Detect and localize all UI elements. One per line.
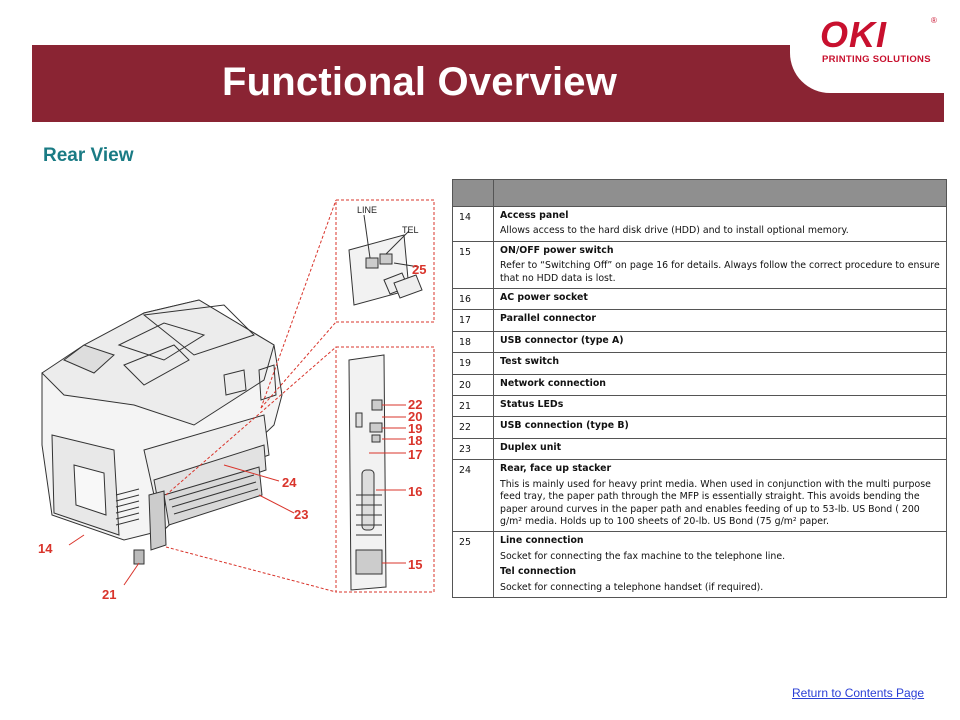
header-cell-description <box>493 179 947 207</box>
table-row: 22 USB connection (type B) <box>452 416 947 439</box>
row-number: 16 <box>452 288 494 311</box>
table-row: 18 USB connector (type A) <box>452 330 947 354</box>
callout-22: 22 <box>408 397 422 412</box>
row-number: 15 <box>452 240 494 290</box>
part-name: Status LEDs <box>500 399 564 411</box>
row-number: 14 <box>452 206 494 242</box>
row-content: USB connector (type A) <box>493 330 947 354</box>
table-row: 25 Line connection Socket for connecting… <box>452 531 947 598</box>
row-content: Line connection Socket for connecting th… <box>493 531 947 598</box>
callout-19: 18 <box>408 433 422 448</box>
oki-logo: OKI <box>820 14 888 55</box>
part-name: Rear, face up stacker <box>500 463 612 475</box>
part-name-secondary: Tel connection <box>500 566 577 578</box>
part-name: Network connection <box>500 377 606 389</box>
table-row: 14 Access panel Allows access to the har… <box>452 206 947 242</box>
table-row: 17 Parallel connector <box>452 309 947 332</box>
part-description: This is mainly used for heavy print medi… <box>500 478 931 527</box>
row-number: 19 <box>452 352 494 375</box>
rear-view-illustration: LINE TEL 25 22 20 19 18 17 16 15 24 23 1… <box>38 199 435 602</box>
part-name: Line connection <box>500 535 584 547</box>
table-row: 24 Rear, face up stacker This is mainly … <box>452 459 947 533</box>
row-content: Test switch <box>493 352 947 375</box>
table-row: 19 Test switch <box>452 352 947 375</box>
table-row: 23 Duplex unit <box>452 437 947 461</box>
row-number: 20 <box>452 373 494 397</box>
part-name: Parallel connector <box>500 313 596 325</box>
table-row: 21 Status LEDs <box>452 395 947 418</box>
part-name: USB connector (type A) <box>500 334 624 346</box>
part-name: Test switch <box>500 356 559 368</box>
callout-25: 25 <box>412 262 426 277</box>
row-number: 25 <box>452 531 494 598</box>
row-content: Duplex unit <box>493 437 947 461</box>
callout-21: 20 <box>408 409 422 424</box>
row-number: 18 <box>452 330 494 354</box>
page-title: Functional Overview <box>222 60 618 104</box>
part-name: ON/OFF power switch <box>500 244 614 256</box>
part-description: Refer to “Switching Off” on page 16 for … <box>500 260 940 284</box>
callout-16: 15 <box>408 557 422 572</box>
header-cell-number <box>452 179 494 207</box>
table-row: 20 Network connection <box>452 373 947 397</box>
registered-mark: ® <box>931 16 937 25</box>
line-label: LINE <box>357 205 377 215</box>
callout-23: 23 <box>294 507 308 522</box>
callout-14: 14 <box>38 541 53 556</box>
row-number: 23 <box>452 437 494 461</box>
tel-label: TEL <box>402 225 419 235</box>
callout-15: 21 <box>102 587 116 602</box>
part-name: Access panel <box>500 210 569 221</box>
logo-area <box>790 0 960 93</box>
row-content: ON/OFF power switch Refer to “Switching … <box>493 240 947 290</box>
parts-table: 14 Access panel Allows access to the har… <box>452 179 947 598</box>
row-number: 22 <box>452 416 494 439</box>
row-content: Access panel Allows access to the hard d… <box>493 206 947 242</box>
part-description-secondary: Socket for connecting a telephone handse… <box>500 581 764 593</box>
row-content: Parallel connector <box>493 309 947 332</box>
row-number: 21 <box>452 395 494 418</box>
table-header-row <box>452 179 947 207</box>
part-name: USB connection (type B) <box>500 420 629 432</box>
table-row: 15 ON/OFF power switch Refer to “Switchi… <box>452 240 947 290</box>
row-content: Status LEDs <box>493 395 947 418</box>
callout-17: 16 <box>408 484 422 499</box>
row-number: 24 <box>452 459 494 533</box>
logo-tagline: PRINTING SOLUTIONS <box>822 54 931 65</box>
row-content: Rear, face up stacker This is mainly use… <box>493 459 947 533</box>
callout-20: 19 <box>408 421 422 436</box>
part-description: Socket for connecting the fax machine to… <box>500 550 786 562</box>
row-number: 17 <box>452 309 494 332</box>
row-content: AC power socket <box>493 288 947 311</box>
section-subtitle: Rear View <box>43 145 134 166</box>
table-row: 16 AC power socket <box>452 288 947 311</box>
row-content: Network connection <box>493 373 947 397</box>
callout-18: 17 <box>408 447 422 462</box>
callout-24: 24 <box>282 475 297 490</box>
return-to-contents-link[interactable]: Return to Contents Page <box>792 686 925 700</box>
part-description: Allows access to the hard disk drive (HD… <box>500 225 849 237</box>
row-content: USB connection (type B) <box>493 416 947 439</box>
part-name: AC power socket <box>500 292 588 304</box>
part-name: Duplex unit <box>500 441 562 453</box>
